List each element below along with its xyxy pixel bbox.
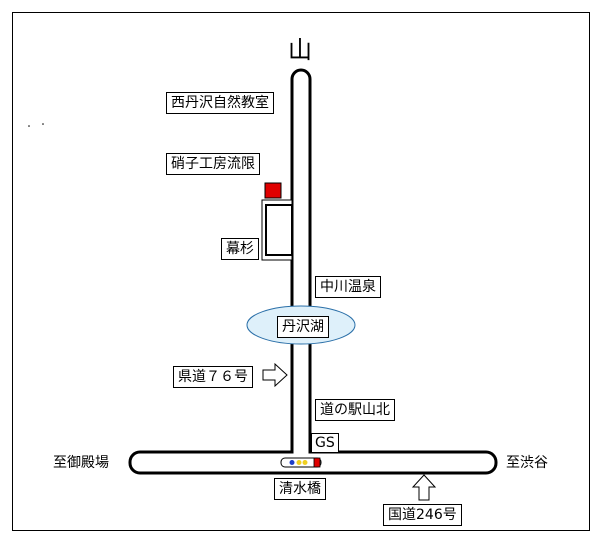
route246-arrow <box>411 474 437 501</box>
label-makusugi: 幕杉 <box>221 238 259 260</box>
north-label: 山 <box>288 36 312 64</box>
glass-workshop-marker <box>264 182 282 199</box>
makusugi-area-inner <box>265 204 293 256</box>
route76-arrow <box>262 362 288 388</box>
label-nishitanzawa: 西丹沢自然教室 <box>166 92 274 114</box>
junction-fill <box>293 440 309 460</box>
gas-station-marker <box>313 457 321 468</box>
label-nakagawa-onsen: 中川温泉 <box>315 276 381 298</box>
stray-dot <box>28 125 30 127</box>
vertical-road <box>290 68 312 467</box>
bridge-dot-yellow <box>302 460 308 465</box>
label-shimizubashi: 清水橋 <box>274 478 326 500</box>
stray-dot <box>42 123 44 125</box>
label-to-shibuya: 至渋谷 <box>506 455 548 471</box>
bridge-dot-blue <box>289 460 295 465</box>
label-tanzawa-lake: 丹沢湖 <box>277 316 329 338</box>
label-gas-station: GS <box>311 433 339 453</box>
label-glass-workshop: 硝子工房流限 <box>166 153 260 175</box>
bridge-dot-yellow <box>296 460 302 465</box>
label-michinoeki: 道の駅山北 <box>315 399 395 421</box>
label-to-gotemba: 至御殿場 <box>53 455 109 471</box>
label-route76: 県道７６号 <box>173 366 253 388</box>
label-route246: 国道246号 <box>383 504 462 526</box>
